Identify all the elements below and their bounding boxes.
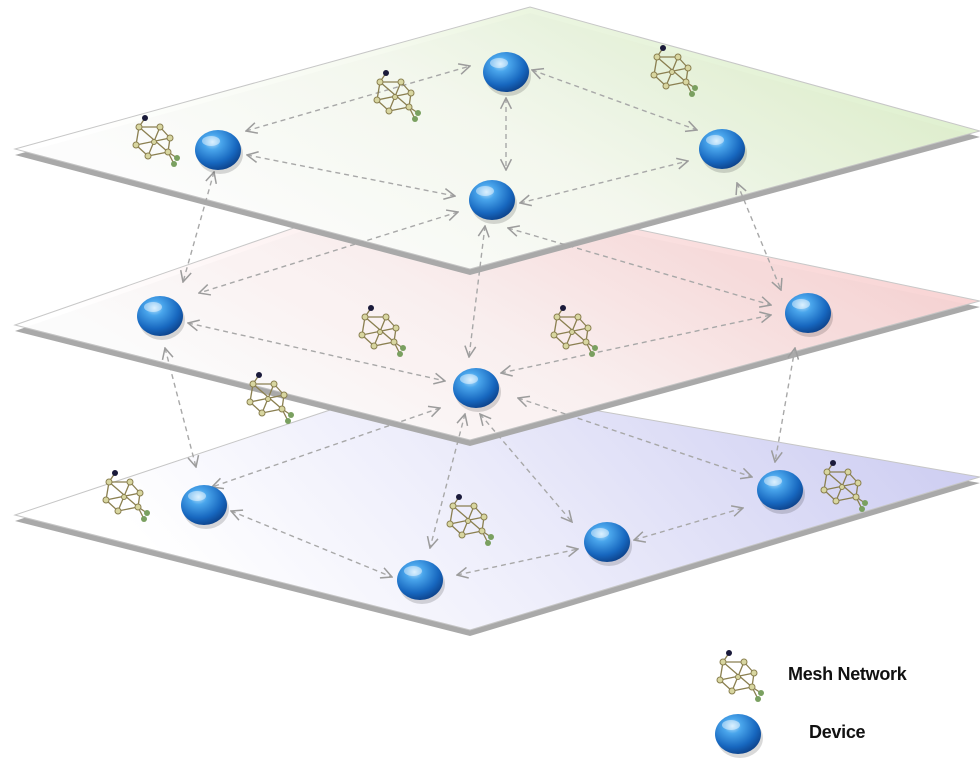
connection-link (520, 161, 688, 203)
connection-link (188, 323, 445, 381)
connection-link (199, 212, 458, 293)
connection-link (480, 414, 572, 522)
connection-link (532, 70, 697, 130)
connection-link (469, 226, 485, 357)
connection-link (634, 508, 743, 540)
legend-mesh-network-icon (716, 649, 765, 703)
connection-link (165, 348, 196, 467)
top-layer-plane (13, 6, 980, 275)
legend-device-sphere-icon (715, 714, 763, 758)
legend (715, 649, 765, 758)
connection-link (775, 348, 795, 462)
connection-link (501, 315, 771, 373)
connection-link (457, 549, 578, 575)
legend-mesh-label: Mesh Network (788, 664, 907, 684)
connection-link (231, 511, 392, 577)
connection-link (246, 66, 470, 131)
legend-device-label: Device (809, 722, 866, 742)
device-connections (165, 66, 795, 577)
connection-link (508, 228, 771, 305)
connection-link (212, 408, 440, 487)
